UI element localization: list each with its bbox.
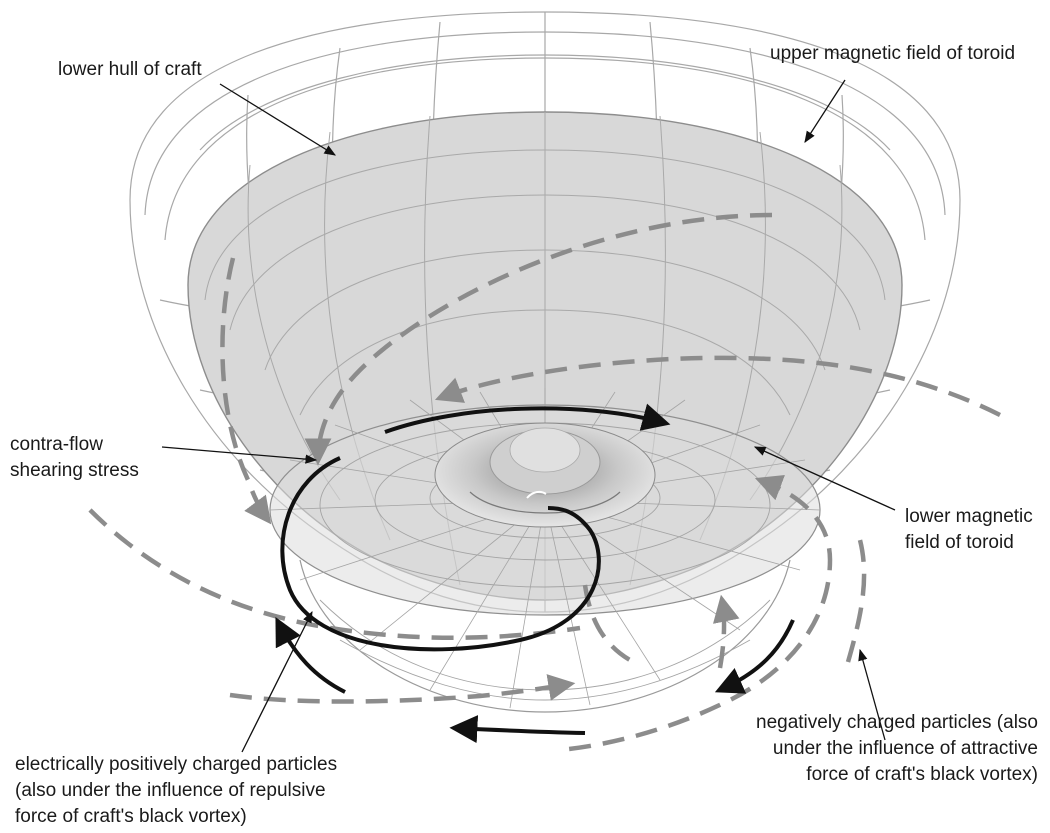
- negative-particles-label-line3: force of craft's black vortex): [806, 764, 1038, 785]
- positive-particles-label-line1: electrically positively charged particle…: [15, 754, 338, 775]
- positive-particles-label-line2: (also under the influence of repulsive: [15, 780, 326, 801]
- lower-hull-label: lower hull of craft: [58, 59, 202, 80]
- dashed-flow-lines: [88, 212, 1002, 753]
- lower-field-label-line2: field of toroid: [905, 532, 1014, 553]
- label-leader-arrows: [161, 79, 896, 753]
- black-vortex-core: [434, 422, 656, 528]
- upper-field-label: upper magnetic field of toroid: [770, 43, 1016, 64]
- solid-flow-lines: [275, 403, 795, 744]
- lower-field-label-line1: lower magnetic: [905, 506, 1033, 527]
- positive-particles-label-line3: force of craft's black vortex): [15, 806, 247, 827]
- contra-flow-label-line1: contra-flow: [10, 434, 103, 455]
- contra-flow-label-line2: shearing stress: [10, 460, 139, 481]
- negative-particles-label-line2: under the influence of attractive: [772, 738, 1038, 759]
- negative-particles-label-line1: negatively charged particles (also: [756, 712, 1038, 733]
